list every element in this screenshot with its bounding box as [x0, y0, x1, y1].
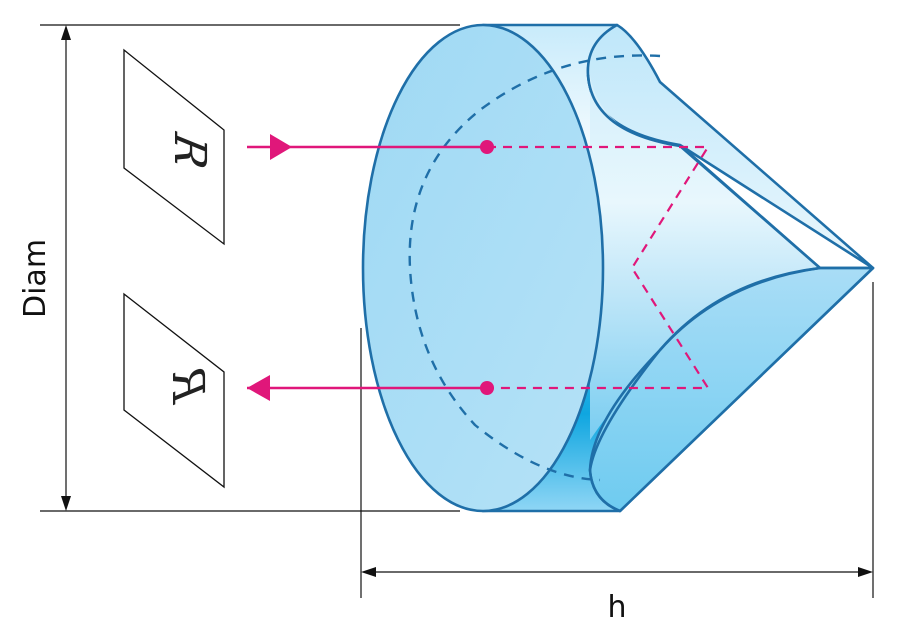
- upper-plane-outline: [123, 48, 225, 246]
- height-arrowhead-right: [858, 567, 873, 577]
- upper-object-plane: R: [123, 48, 225, 246]
- internal-reflection-path: [487, 145, 710, 390]
- beam-path: [247, 134, 710, 401]
- height-label: h: [607, 590, 626, 625]
- height-arrowhead-left: [361, 567, 376, 577]
- height-dimension: h: [360, 282, 874, 625]
- prism-middle-roof-facet: [590, 75, 820, 440]
- lower-image-plane: R: [123, 292, 225, 489]
- diameter-dimension: Diam: [18, 24, 460, 512]
- prism-front-face: [361, 23, 605, 513]
- outgoing-beam-arrowhead: [247, 375, 270, 401]
- retroreflector-prism: [361, 23, 875, 513]
- prism-ridge-edge-upper: [586, 74, 821, 269]
- prism-hidden-back-edge: [408, 54, 661, 482]
- diameter-arrowhead-bottom: [61, 496, 71, 511]
- diameter-label: Diam: [18, 239, 53, 318]
- diameter-arrowhead-top: [61, 25, 71, 40]
- lower-plane-outline: [123, 292, 225, 489]
- incoming-beam-arrowhead: [270, 134, 292, 160]
